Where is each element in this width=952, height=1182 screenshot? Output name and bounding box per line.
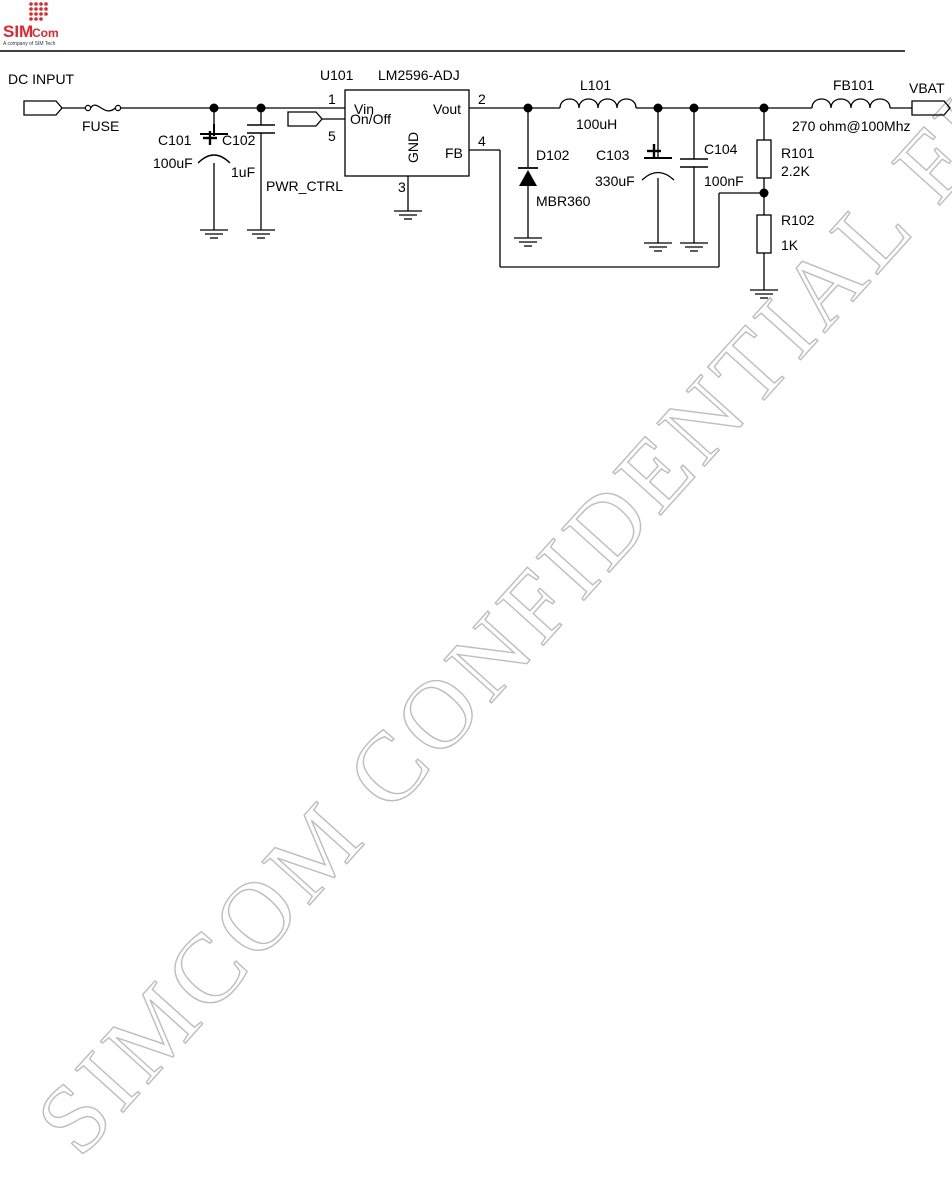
c101-value: 100uF [153,155,193,171]
logo-sim: SIM [3,22,33,41]
fb101-ref: FB101 [833,77,874,93]
l101-ref: L101 [580,77,611,93]
r102-value: 1K [781,237,799,253]
pin-onoff-label: On/Off [350,111,391,127]
logo-com: Com [32,26,59,40]
l101-inductor [560,99,636,108]
r102-ref: R102 [781,212,815,228]
c103-ref: C103 [596,147,630,163]
pin4-label: 4 [478,133,486,149]
pwr-ctrl-label: PWR_CTRL [266,178,343,194]
fb101-value: 270 ohm@100Mhz [792,118,911,134]
c101-ref: C101 [158,132,192,148]
watermark-text: SIMCOM CONFIDENTIAL FILE [16,0,952,1175]
ground-icon [514,238,542,246]
d102-value: MBR360 [536,193,591,209]
pin-gnd-label: GND [405,132,421,163]
ground-icon [200,230,228,238]
c104-ref: C104 [704,141,738,157]
c104-value: 100nF [704,173,744,189]
ground-icon [247,230,275,238]
dc-input-port [24,101,62,115]
d102-ref: D102 [536,147,570,163]
watermark: SIMCOM CONFIDENTIAL FILE [16,0,952,1175]
pin-fb-label: FB [445,145,463,161]
dc-input-label: DC INPUT [8,71,75,87]
u101-part: LM2596-ADJ [378,67,460,83]
c102-value: 1uF [231,164,255,180]
vbat-label: VBAT [909,80,945,96]
pin1-label: 1 [328,91,336,107]
pin5-label: 5 [328,128,336,144]
c104-capacitor [680,159,708,167]
fb101-ferrite-bead [812,99,890,108]
fuse-label: FUSE [82,118,119,134]
fuse-symbol [85,105,120,111]
r102-resistor [757,215,771,253]
c103-capacitor [642,158,674,180]
pin2-label: 2 [478,91,486,107]
pin-vout-label: Vout [433,101,461,117]
d102-diode [518,168,538,186]
l101-value: 100uH [576,116,617,132]
c102-ref: C102 [222,132,256,148]
pin3-label: 3 [398,179,406,195]
logo-dots-icon [29,2,48,21]
simcom-logo: SIM Com A company of SIM Tech [3,2,59,47]
ground-icon [394,211,422,219]
r101-ref: R101 [781,145,815,161]
ground-icon [680,243,708,251]
r101-value: 2.2K [781,163,810,179]
r101-resistor [757,140,771,178]
logo-tagline: A company of SIM Tech [3,41,56,47]
c103-plus-icon [647,144,661,158]
u101-ref: U101 [320,67,354,83]
c103-value: 330uF [595,173,635,189]
ground-icon [644,243,672,251]
pwr-ctrl-port [288,112,322,126]
